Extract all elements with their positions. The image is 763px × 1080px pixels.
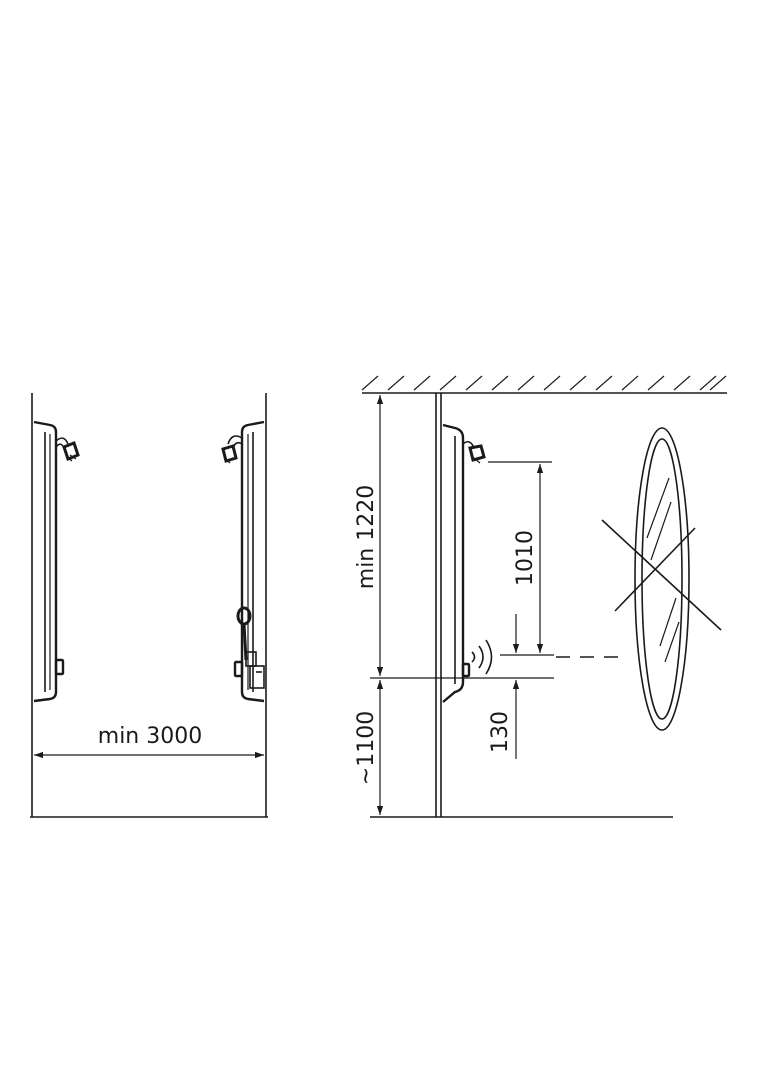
dimension-showerhead-sensor: 1010 <box>488 461 554 656</box>
front-view: min 3000 <box>30 393 268 818</box>
sensor-wave-icon <box>471 639 493 675</box>
dimension-width-label: min 3000 <box>98 724 202 749</box>
dimension-floor-sensor: ~1100 <box>354 680 384 815</box>
showerhead-left-icon <box>55 437 80 462</box>
dimension-width: min 3000 <box>34 724 264 759</box>
cross-out-icon <box>601 519 722 631</box>
shower-panel-left <box>33 420 80 703</box>
dimension-ceiling-sensor-label: min 1220 <box>354 485 379 589</box>
side-view: min 1220 ~1100 1010 130 <box>354 375 727 818</box>
dimension-showerhead-sensor-label: 1010 <box>513 530 538 586</box>
dimension-ceiling-sensor: min 1220 <box>354 395 384 676</box>
dimension-sensor-offset: 130 <box>488 614 520 759</box>
dimension-floor-sensor-label: ~1100 <box>354 711 379 785</box>
dimension-sensor-offset-label: 130 <box>488 711 513 753</box>
shower-panel-right <box>221 420 265 703</box>
showerhead-right-icon <box>221 435 243 464</box>
shower-panel-side <box>442 423 486 703</box>
showerhead-side-icon <box>462 440 486 464</box>
ceiling <box>361 375 727 394</box>
mirror-icon <box>634 427 690 731</box>
hand-shower-icon <box>236 606 265 689</box>
